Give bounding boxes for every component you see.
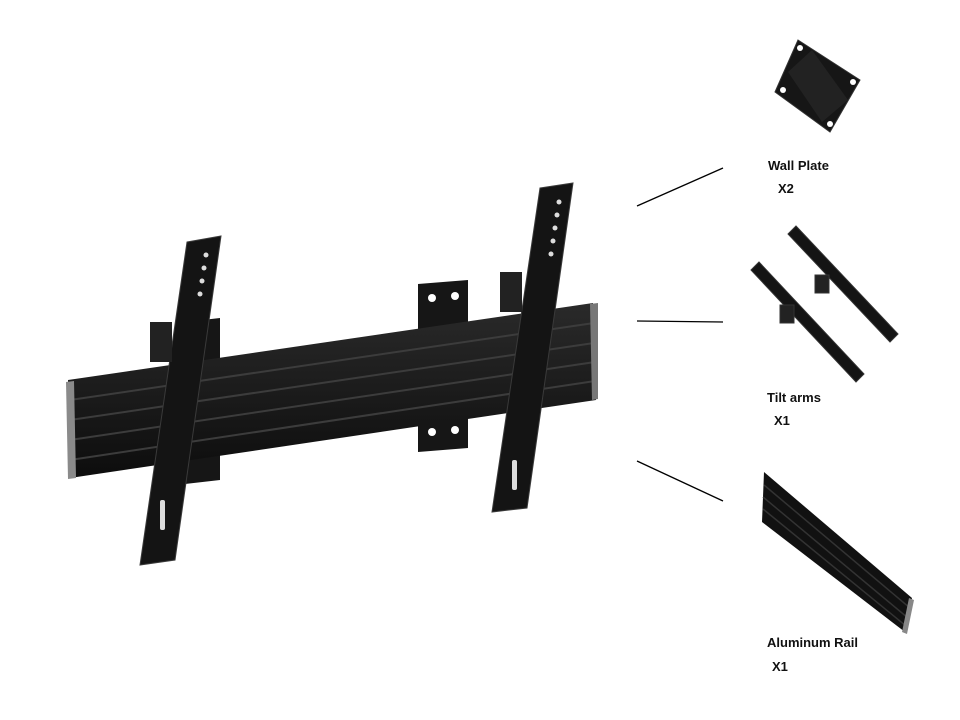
- aluminum-rail-label: Aluminum Rail: [767, 635, 859, 650]
- tilt-arms-image: [750, 225, 899, 383]
- left-tilt-arm: [139, 235, 222, 566]
- assembled-mount: [66, 182, 598, 566]
- tilt-arms-qty: X1: [774, 413, 790, 428]
- right-tilt-arm: [491, 182, 574, 513]
- wall-plate-image: [774, 39, 861, 133]
- wall-plate-label: Wall Plate: [768, 158, 829, 173]
- aluminum-rail-qty: X1: [772, 659, 788, 674]
- aluminum-rail-assembled: [68, 303, 596, 478]
- wall-plate-qty: X2: [778, 181, 794, 196]
- aluminum-rail-image: [762, 472, 914, 634]
- leader-lines: [636, 167, 724, 502]
- tilt-arms-label: Tilt arms: [767, 390, 821, 405]
